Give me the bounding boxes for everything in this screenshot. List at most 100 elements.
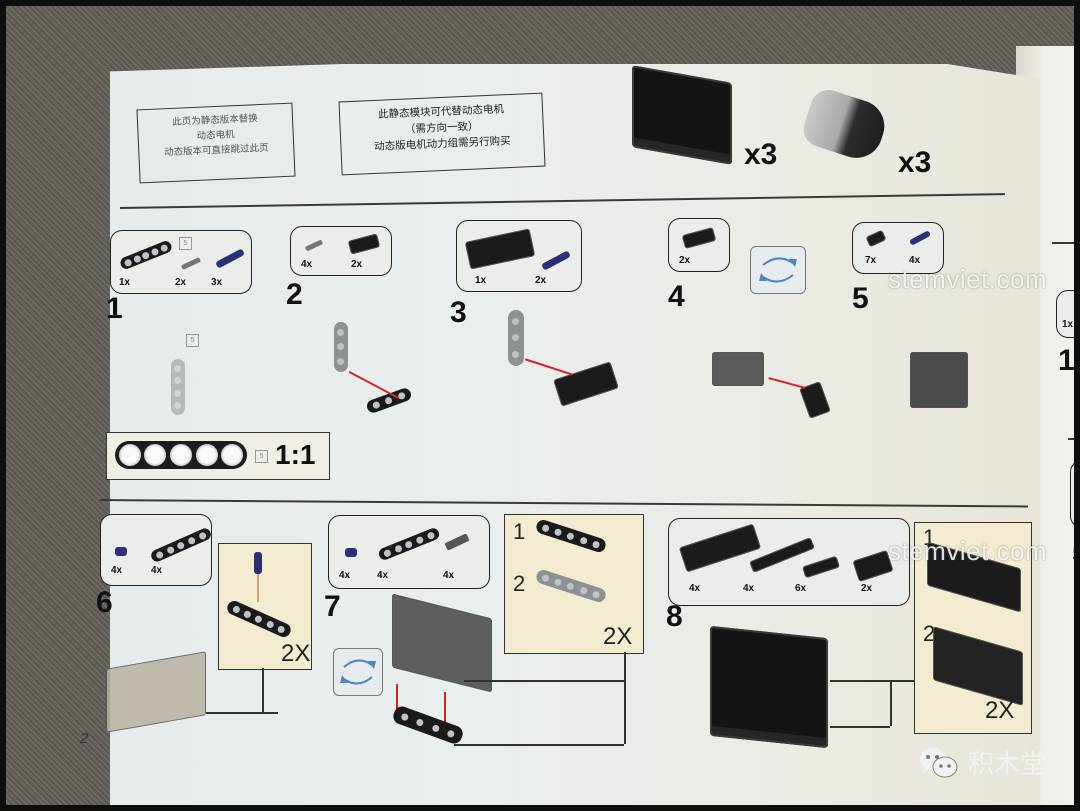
next-page-rule-2: [1068, 438, 1074, 440]
scale-label: 1:1: [275, 439, 316, 470]
tile-stack-icon: [933, 626, 1023, 706]
step-6-subassembly: 2X: [218, 543, 312, 670]
qty-label: 4x: [151, 565, 163, 576]
step-number-3: 3: [450, 296, 467, 329]
step-number-1: 1: [106, 292, 123, 325]
step-6-parts-box: 4x 4x: [100, 514, 213, 586]
callout-line: [262, 668, 264, 712]
sub-step-number: 2: [923, 621, 936, 646]
sub-step-number: 1: [513, 519, 526, 544]
beam-5-icon: [149, 526, 213, 564]
qty-label: 4x: [377, 570, 389, 581]
beam-3-icon: [681, 227, 717, 249]
subassembly-multiplier: 2X: [281, 640, 311, 667]
length-badge: 5: [255, 450, 268, 463]
rotate-icon: [333, 648, 383, 696]
rotate-icon: [750, 246, 806, 294]
step-1-parts-box: 5 1x 2x 3x: [110, 230, 252, 294]
wechat-badge: 积木堂: [918, 744, 1046, 781]
blue-pin-icon: [115, 547, 127, 556]
length-badge: 5: [179, 237, 192, 250]
qty-label: 4x: [689, 583, 701, 594]
plate-2x6-icon: [678, 523, 762, 573]
beam-3-icon: [347, 233, 381, 255]
qty-label: 2x: [861, 583, 873, 594]
step-number-6: 6: [96, 586, 113, 619]
note-static-version: 此页为静态版本替换 动态电机 动态版本可直接跳过此页: [136, 102, 296, 184]
next-page-rule: [1052, 242, 1074, 244]
qty-label: 4x: [909, 255, 921, 266]
subassembly-multiplier: 2X: [603, 623, 633, 650]
step-number-5: 5: [852, 282, 869, 315]
beam-5-scale-icon: [115, 441, 247, 469]
qty-label: 6x: [795, 583, 807, 594]
step-2-parts-box: 4x 2x: [290, 226, 392, 276]
page-number: 2: [80, 730, 89, 747]
callout-line: [830, 680, 914, 682]
axle-connector-icon: [444, 533, 470, 551]
qty-label: 4x: [111, 565, 123, 576]
qty-label: 2x: [679, 255, 691, 266]
callout-line: [890, 680, 892, 726]
length-badge: 5: [186, 334, 199, 347]
step-8-parts-box: 4x 4x 6x 2x: [668, 518, 910, 606]
step-1-assembly: [171, 359, 185, 415]
note-static-module: 此静态模块可代替动态电机 （需方向一致） 动态版电机动力组需另行购买: [338, 92, 546, 176]
step-5-assembly: [910, 352, 968, 408]
step-number-4: 4: [668, 280, 685, 313]
axle-pin-icon: [304, 239, 324, 252]
step-number-2: 2: [286, 278, 303, 311]
qty-label: 7x: [865, 255, 877, 266]
bush-icon: [865, 229, 887, 248]
module-multiplier: x3: [744, 138, 778, 171]
watermark: stemviet.com: [888, 536, 1048, 566]
assembly-arrow: [257, 574, 259, 602]
qty-label: 4x: [339, 570, 351, 581]
next-page-step-5: 5: [1072, 536, 1074, 570]
beam-with-connectors-icon: [534, 568, 608, 604]
qty-label: 4x: [301, 259, 313, 270]
step-7-parts-box: 4x 4x 4x: [328, 515, 490, 589]
static-motor-module-icon: [632, 65, 732, 165]
assembly-arrow: [444, 692, 446, 726]
blue-pin-icon: [254, 552, 262, 574]
beam-5-icon: [534, 518, 608, 554]
next-page-parts-box: 1x: [1056, 290, 1074, 338]
sub-step-number: 2: [513, 571, 526, 596]
callout-line: [206, 712, 278, 714]
callout-line: [624, 652, 626, 744]
scale-callout: 5 1:1: [106, 432, 330, 480]
tile-1x2-icon: [802, 555, 840, 579]
beam-5-icon: [118, 239, 174, 271]
qty-label: 3x: [211, 277, 223, 288]
blue-pin-icon: [345, 548, 357, 557]
wechat-account-name: 积木堂: [968, 750, 1047, 780]
blue-pin-icon: [908, 230, 932, 246]
motor-multiplier: x3: [898, 146, 932, 179]
step-5-parts-box: 7x 4x: [852, 222, 944, 274]
qty-label: 2x: [351, 259, 363, 270]
beam-5-icon: [225, 598, 293, 640]
blue-pin-icon: [541, 250, 571, 271]
qty-label: 2x: [535, 275, 547, 286]
blue-pin-icon: [215, 248, 245, 269]
watermark: stemviet.com: [888, 264, 1048, 294]
step-4-parts-box: 2x: [668, 218, 730, 272]
step-2-assembly-a: [334, 322, 348, 372]
subassembly-multiplier: 2X: [985, 697, 1015, 724]
step-3-parts-box: 1x 2x: [456, 220, 582, 292]
callout-line: [830, 726, 890, 728]
h-frame-icon: [464, 228, 536, 270]
step-3-assembly-a: [508, 310, 524, 366]
step-number-7: 7: [324, 590, 341, 623]
step-7-subassembly: 1 2 2X: [504, 514, 644, 654]
qty-label: 1x: [475, 275, 487, 286]
assembly-arrow: [396, 684, 398, 714]
next-page-parts-box-2: [1070, 460, 1074, 528]
qty-label: 4x: [443, 570, 455, 581]
next-page-step-1: 1: [1058, 344, 1074, 377]
step-8-assembly: [710, 625, 828, 749]
beam-5-icon: [377, 526, 441, 562]
callout-line: [454, 744, 624, 746]
next-page-qty: 1x: [1062, 319, 1074, 330]
